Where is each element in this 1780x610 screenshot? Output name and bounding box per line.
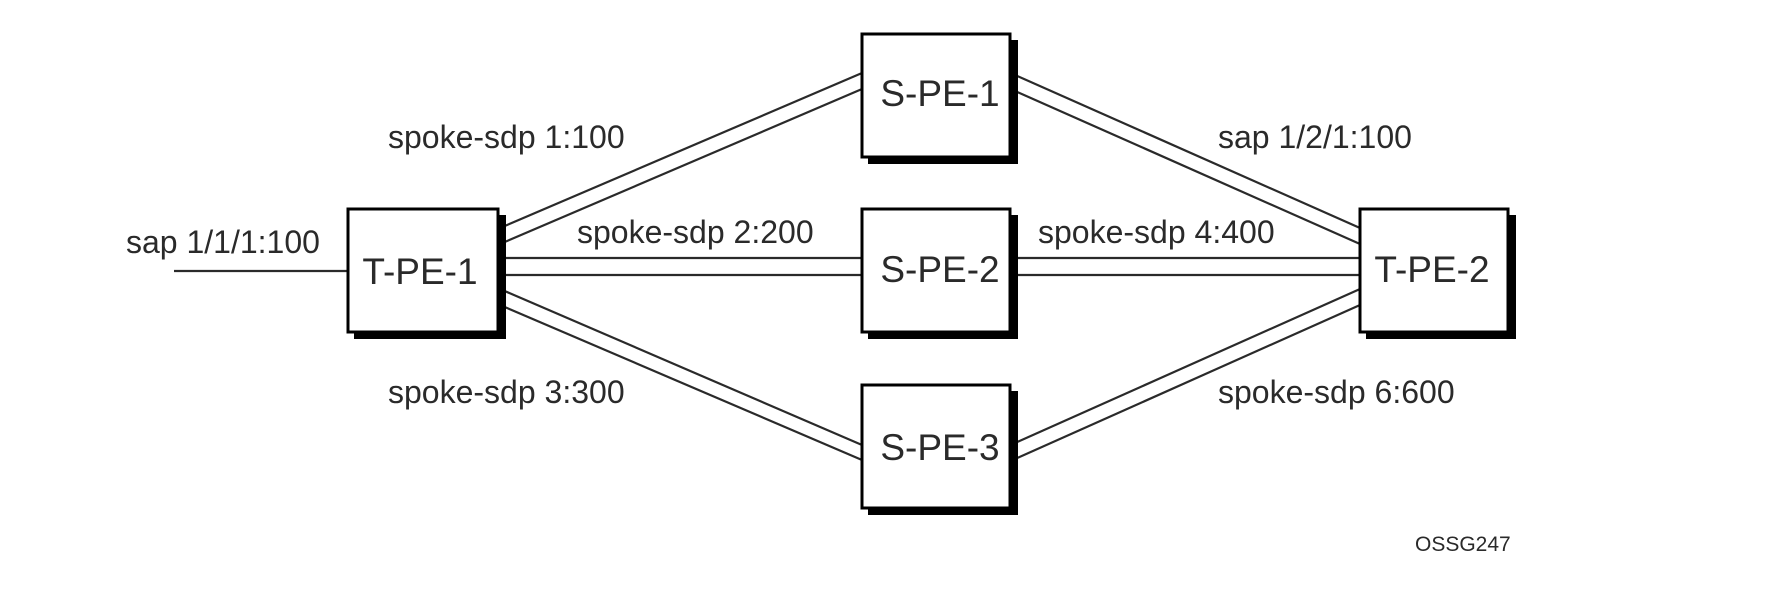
node-spe3: S-PE-3 [860,383,1018,515]
link-spe2-tpe2 [1015,256,1360,277]
label-sap-right: sap 1/2/1:100 [1218,119,1412,155]
node-spe3-label: S-PE-3 [880,427,999,468]
node-tpe2: T-PE-2 [1358,207,1516,339]
link-tpe1-spe2 [500,256,862,277]
label-sap-left: sap 1/1/1:100 [126,224,320,260]
label-spoke-sdp-1: spoke-sdp 1:100 [388,119,625,155]
node-spe1: S-PE-1 [860,32,1018,164]
node-spe2-label: S-PE-2 [880,249,999,290]
node-tpe1-label: T-PE-1 [362,251,477,292]
link-spe1-tpe2 [1014,73,1361,246]
label-spoke-sdp-6: spoke-sdp 6:600 [1218,374,1455,410]
figure-id: OSSG247 [1415,533,1511,556]
label-spoke-sdp-4: spoke-sdp 4:400 [1038,214,1275,250]
node-spe1-label: S-PE-1 [880,73,999,114]
link-tpe1-spe3 [499,287,863,462]
node-tpe2-label: T-PE-2 [1374,249,1489,290]
link-tpe1-spe1 [499,71,863,246]
node-spe2: S-PE-2 [860,207,1018,339]
label-spoke-sdp-2: spoke-sdp 2:200 [577,214,814,250]
label-spoke-sdp-3: spoke-sdp 3:300 [388,374,625,410]
node-tpe1: T-PE-1 [346,207,506,339]
link-spe3-tpe2 [1014,287,1361,461]
